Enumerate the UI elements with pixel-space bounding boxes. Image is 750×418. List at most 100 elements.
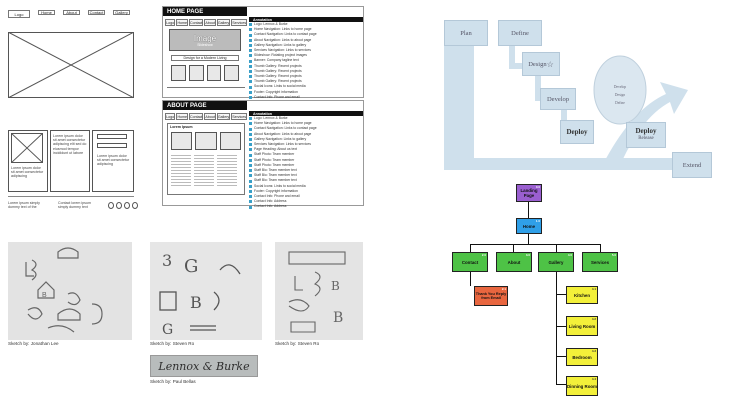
circle-icon[interactable] (132, 202, 138, 209)
node-living-room[interactable]: 4.2 Living Room (566, 316, 598, 336)
about-annotation-text: Contact Info: Address (254, 199, 287, 204)
node-services[interactable]: 5.0 Services (582, 252, 618, 272)
release-sub: Release (638, 136, 654, 141)
home-nav-about[interactable]: About (204, 19, 216, 26)
home-annotation-row: Slideshow: Rotating project images (249, 53, 363, 58)
node-gallery-label: Gallery (548, 259, 564, 265)
wireframe-thumb-text: Lorem ipsum dolor sit amet consectetur a… (11, 166, 44, 179)
connector (556, 244, 557, 252)
connector (470, 244, 600, 245)
home-annotation-row: Contact Info: Phone and email (249, 95, 363, 100)
about-annotation-row: Contact Info: Address (249, 204, 363, 209)
sketch-4: Lennox & Burke (150, 355, 258, 377)
about-nav-about[interactable]: About (204, 113, 216, 120)
wireframe-nav-1[interactable]: Home (38, 10, 55, 15)
about-bio-3 (217, 153, 237, 187)
about-nav-gallery[interactable]: Gallery (216, 113, 231, 120)
node-home[interactable]: 1.0 Home (516, 218, 542, 234)
home-nav-gallery[interactable]: Gallery (216, 19, 231, 26)
node-home-num: 1.0 (535, 219, 540, 223)
home-thumb-1[interactable] (171, 65, 186, 81)
bullet-icon (249, 189, 252, 193)
home-annotation-row: Thumb Gallery: Recent projects (249, 64, 363, 69)
about-annotation-text: Staff Photo: Team member (254, 152, 295, 157)
wireframe-nav-2[interactable]: About (63, 10, 80, 15)
home-annotation-text: About Navigation: Links to about page (254, 37, 312, 42)
about-nav-services[interactable]: Services (231, 113, 247, 120)
home-annotation-text: Gallery Navigation: Links to gallery (254, 42, 307, 47)
cycle-text-develop: Develop (613, 85, 627, 89)
circle-icon[interactable] (124, 202, 130, 209)
home-nav-contact[interactable]: Contact (189, 19, 204, 26)
about-nav-home[interactable]: Home (176, 113, 189, 120)
home-annotation-text: Home Navigation: Links to home page (254, 27, 312, 32)
wireframe-nav-3[interactable]: Contact (88, 10, 105, 15)
node-landing-page[interactable]: 0.0 Landing Page (516, 184, 542, 202)
node-gallery-num: 4.0 (567, 253, 572, 257)
wireframe-logo: Logo (8, 10, 30, 18)
home-annotation-title: Annotation (249, 17, 363, 22)
bullet-icon (249, 38, 252, 42)
wireframe-social-icons[interactable] (108, 202, 138, 209)
home-nav-logo[interactable]: Logo (165, 19, 176, 26)
home-nav-home[interactable]: Home (176, 19, 189, 26)
home-thumbs (171, 65, 239, 81)
wireframe-nav-4[interactable]: Gallery (113, 10, 130, 15)
about-nav-logo[interactable]: Logo (165, 113, 176, 120)
home-annotation-text: Slideshow: Rotating project images (254, 53, 307, 58)
circle-icon[interactable] (116, 202, 122, 209)
wireframe-footer-left: Lorem ipsum simply dummy text of the (8, 201, 40, 210)
connector (556, 356, 566, 357)
wireframe-input-2[interactable] (97, 143, 127, 148)
about-annotation-text: Contact Info: Address (254, 204, 287, 209)
bullet-icon (249, 122, 252, 126)
connector (528, 202, 529, 218)
svg-text:G: G (162, 322, 173, 338)
node-dinning-label: Dinning Room (567, 383, 597, 389)
bullet-icon (249, 95, 252, 99)
bullet-icon (249, 127, 252, 131)
node-contact[interactable]: 2.0 Contact (452, 252, 488, 272)
svg-text:B: B (190, 293, 202, 312)
node-dinning-room[interactable]: 4.4 Dinning Room (566, 376, 598, 396)
home-thumb-2[interactable] (188, 65, 204, 81)
bullet-icon (249, 80, 252, 84)
node-gallery[interactable]: 4.0 Gallery (538, 252, 574, 272)
home-annotation-row: Thumb Gallery: Recent projects (249, 69, 363, 74)
home-annotation-text: Contact Navigation: Links to contact pag… (254, 32, 317, 37)
node-services-num: 5.0 (611, 253, 616, 257)
home-annotation-row: Home Navigation: Links to home page (249, 27, 363, 32)
home-banner: Design for a Modern Living (171, 55, 239, 61)
about-annotation-row: Staff Bio: Team member text (249, 168, 363, 173)
node-about[interactable]: 3.0 About (496, 252, 532, 272)
home-thumb-4[interactable] (224, 65, 239, 81)
bullet-icon (249, 28, 252, 32)
connector (556, 384, 566, 385)
wireframe-right-text: Lorem ipsum dolor sit amet consectetur a… (97, 154, 130, 167)
home-page-sitemap: HOME PAGE Logo Home Contact About Galler… (162, 6, 364, 105)
node-services-label: Services (590, 259, 610, 265)
bullet-icon (249, 23, 252, 27)
bullet-icon (249, 64, 252, 68)
about-annotation-text: Home Navigation: Links to home page (254, 121, 312, 126)
about-annotation-row: Footer: Copyright information (249, 189, 363, 194)
circle-icon[interactable] (108, 202, 114, 209)
wireframe-input-1[interactable] (97, 134, 127, 139)
node-living-label: Living Room (568, 323, 596, 329)
connector (470, 272, 471, 286)
about-annotation-text: Staff Bio: Team member text (254, 178, 297, 183)
home-nav-services[interactable]: Services (231, 19, 247, 26)
node-kitchen[interactable]: 4.1 Kitchen (566, 286, 598, 304)
node-reply-num: 2.1 (501, 287, 506, 291)
node-thank-you-reply[interactable]: 2.1 Thank You Reply from Email (474, 286, 508, 306)
home-annotation-row: About Navigation: Links to about page (249, 38, 363, 43)
node-contact-num: 2.0 (481, 253, 486, 257)
process-step-define: Define (498, 20, 542, 46)
about-annotation-row: Staff Photo: Team member (249, 158, 363, 163)
node-bedroom[interactable]: 4.3 Bedroom (566, 348, 598, 366)
bullet-icon (249, 117, 252, 121)
home-thumb-3[interactable] (206, 65, 222, 81)
design-label: Design (528, 60, 547, 68)
about-nav-contact[interactable]: Contact (189, 113, 204, 120)
sketch-2-caption: Sketch by: Steven Ro (150, 341, 195, 346)
